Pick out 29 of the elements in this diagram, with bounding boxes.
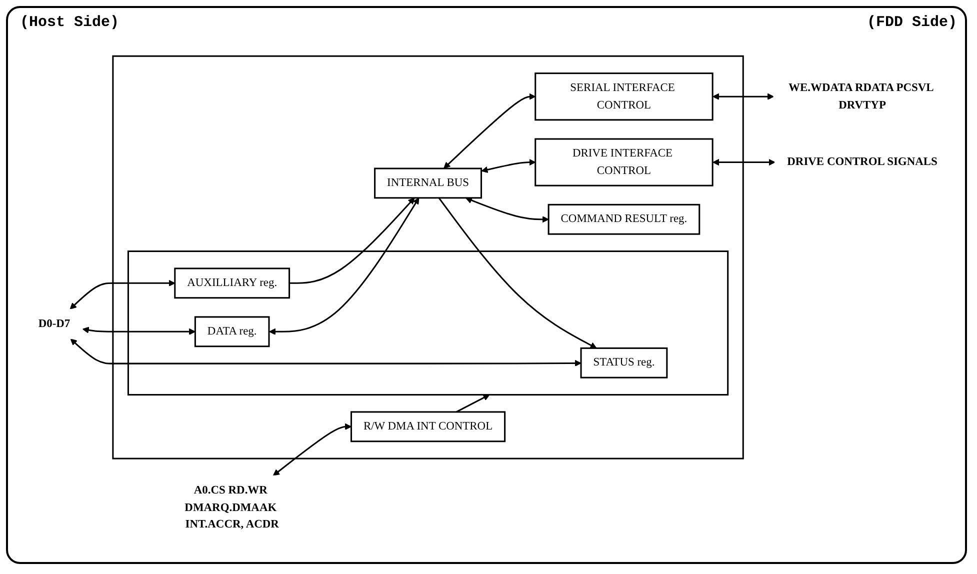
arrow: [465, 196, 549, 222]
arrow: [272, 422, 352, 476]
arrow: [712, 92, 774, 100]
arrow: [70, 338, 582, 366]
side-label: (Host Side): [20, 14, 120, 31]
arrow: [269, 197, 420, 335]
node-text: D0-D7: [38, 317, 70, 330]
node-text: WE.WDATA RDATA PCSVL DRVTYP: [788, 81, 934, 111]
arrow: [438, 197, 597, 348]
node-box: SERIAL INTERFACE CONTROL: [534, 72, 714, 120]
arrow: [82, 326, 196, 335]
arrow: [70, 279, 176, 310]
node-box: DRIVE INTERFACE CONTROL: [534, 138, 714, 186]
arrow: [712, 158, 776, 166]
cluster: [112, 55, 744, 459]
node-box: STATUS reg.: [580, 347, 668, 378]
node-box: INTERNAL BUS: [374, 167, 482, 198]
arrow: [444, 92, 536, 168]
cluster: [127, 250, 729, 396]
arrow: [289, 197, 415, 284]
arrow: [456, 394, 490, 412]
node-box: R/W DMA INT CONTROL: [350, 410, 506, 442]
node-box: DATA reg.: [194, 316, 270, 347]
node-box: COMMAND RESULT reg.: [548, 204, 700, 235]
arrow: [481, 158, 536, 173]
side-label: (FDD Side): [866, 14, 957, 31]
node-text: A0.CS RD.WR DMARQ.DMAAK INT.ACCR, ACDR: [184, 484, 279, 530]
node-box: AUXILLIARY reg.: [174, 267, 290, 298]
node-text: DRIVE CONTROL SIGNALS: [787, 156, 938, 168]
